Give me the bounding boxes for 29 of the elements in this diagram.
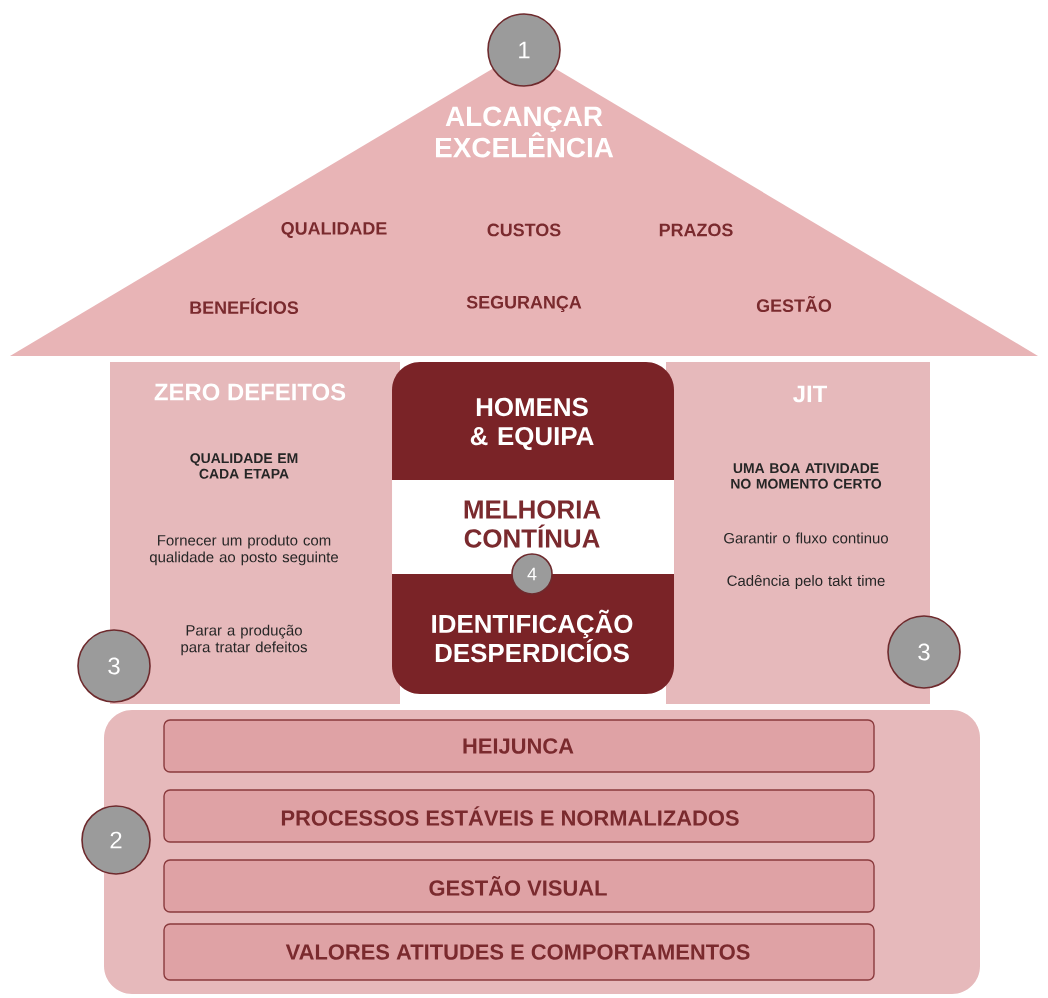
number-badge: 4 (511, 553, 553, 595)
heading: IDENTIFICAÇÃO DESPERDICÍOS (432, 609, 633, 663)
foundation-bar (163, 923, 875, 981)
center-block (392, 361, 674, 694)
heading: JIT (793, 385, 827, 403)
goal-label: GESTÃO (756, 295, 832, 313)
bar-label: GESTÃO VISUAL (429, 876, 607, 896)
goal-label: CUSTOS (487, 223, 561, 237)
pillar (110, 361, 400, 704)
number-badge: 3 (887, 615, 961, 689)
heading: HOMENS & EQUIPA (470, 397, 594, 451)
foundation-bar (163, 789, 875, 843)
foundation-bar (163, 859, 875, 913)
number-badge: 3 (77, 629, 151, 703)
foundation-bar (163, 719, 875, 773)
heading: ZERO DEFEITOS (154, 383, 346, 401)
heading: MELHORIA CONTÍNUA (464, 500, 601, 548)
pillar (666, 361, 930, 704)
goal-label: QUALIDADE (281, 221, 387, 238)
heading: ALCANÇAR EXCELÊNCIA (436, 106, 614, 158)
goal-label: SEGURANÇA (466, 295, 582, 313)
bar-label: PROCESSOS ESTÁVEIS E NORMALIZADOS (281, 806, 739, 826)
bar-label: VALORES ATITUDES E COMPORTAMENTOS (285, 944, 750, 960)
bar-label: HEIJUNCA (463, 738, 574, 754)
goal-label: BENEFÍCIOS (190, 297, 299, 314)
roof (10, 68, 1038, 356)
number-badge: 2 (81, 805, 151, 875)
number-badge: 1 (487, 13, 561, 87)
goal-label: PRAZOS (659, 223, 733, 237)
